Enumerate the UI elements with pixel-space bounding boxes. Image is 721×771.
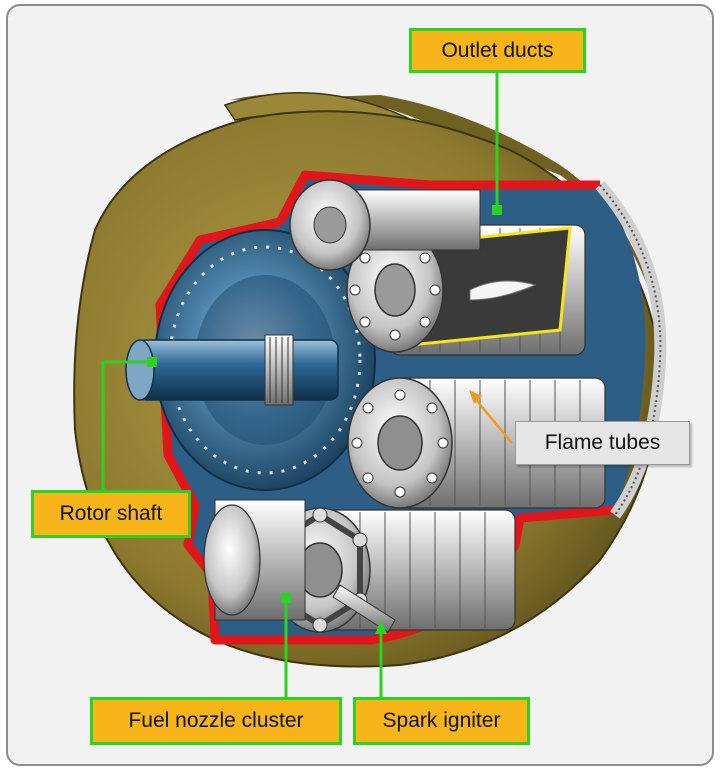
flame-tube-middle [347,377,606,509]
leader-endpoints [147,205,502,603]
flame-tube-top-left [289,179,481,271]
flame-tubes-leader [471,394,513,444]
casing-flange [595,181,667,519]
fuel-nozzle-cluster-label: Fuel nozzle cluster [90,697,342,745]
leader-lines [101,72,513,700]
flame-tubes-arrow [469,390,482,404]
rotor-shaft [125,334,339,406]
flame-tubes-label: Flame tubes [515,421,690,465]
flame-tube-lower [269,507,516,633]
spark-igniter-label: Spark igniter [353,697,530,745]
flame-tube-upper [346,224,586,356]
rotor-shaft-label: Rotor shaft [31,490,191,538]
outlet-ducts-label: Outlet ducts [409,28,586,73]
rotor-shaft-leader [101,360,152,490]
spark-igniter-arrow [375,620,387,634]
spark-igniter-plug [332,584,396,633]
